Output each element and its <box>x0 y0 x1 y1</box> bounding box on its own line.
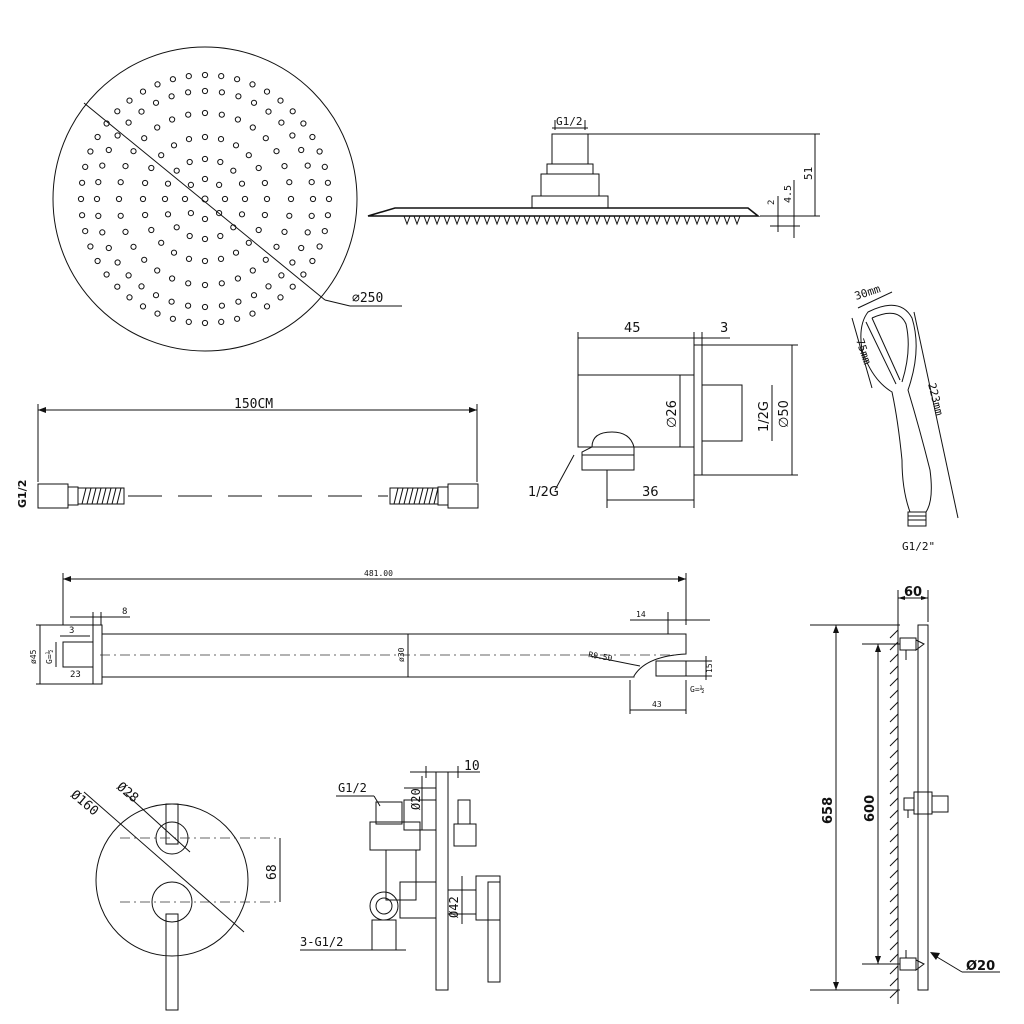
mixer-knob-dia-label: Ø28 <box>113 780 141 807</box>
shower-head-top-view: ∅250 <box>52 46 402 352</box>
elbow-flange-dia-label: ∅50 <box>777 400 792 428</box>
mixer-plate-dia-label: Ø160 <box>67 788 101 820</box>
side-nozzles <box>403 215 741 226</box>
hand-thread-label: G1/2" <box>902 540 935 553</box>
arm-radius-label: R9.50 <box>588 650 613 663</box>
mixer-spacing-label: 68 <box>265 864 280 880</box>
head-height-label: 51 <box>802 167 815 180</box>
rail-spacing-label: 600 <box>863 795 878 822</box>
diameter-leader <box>83 102 326 301</box>
valve-body-dia-label: Ø42 <box>447 896 461 918</box>
hand-shower-drawing: 30mm 75mm 223mm G1/2" <box>851 282 959 553</box>
head-thread-label: G1/2 <box>556 115 583 128</box>
arm-length-label: 481.00 <box>364 569 393 578</box>
slide-rail-drawing: 60 658 600 Ø20 <box>810 585 1000 1004</box>
arm-flange-thickness-label: 8 <box>122 607 127 617</box>
plate-thickness-label: 4.5 <box>783 185 794 203</box>
arm-flange-dia-label: ø45 <box>29 649 38 664</box>
hand-head-width-label: 30mm <box>853 282 883 303</box>
rail-depth-label: 60 <box>904 585 922 600</box>
valve-pipe-label: Ø20 <box>409 788 423 810</box>
arm-thread-right-label: G=½ <box>690 684 705 694</box>
hose-length-label: 150CM <box>234 397 273 412</box>
wall-elbow-drawing: 45 3 36 1/2G ∅26 1/2G ∅50 <box>528 321 798 508</box>
wall-hatch <box>889 629 899 999</box>
elbow-outlet-dia-label: ∅26 <box>665 400 680 428</box>
arm-diameter-label: ø30 <box>397 647 406 662</box>
arm-end-length-label: 43 <box>652 700 662 709</box>
hand-length-label: 223mm <box>925 382 946 418</box>
valve-thread-top-label: G1/2 <box>338 781 367 795</box>
elbow-thread-right-label: 1/2G <box>757 401 772 432</box>
arm-thread-left-label: G=½ <box>44 649 54 664</box>
shower-arm-drawing: 481.00 8 3 ø45 G=½ 23 ø30 R9.50 14 15 G=… <box>29 569 714 714</box>
elbow-offset-label: 36 <box>642 485 659 500</box>
nozzle-rings <box>77 71 333 327</box>
valve-plate-label: 10 <box>464 759 480 774</box>
elbow-inlet-thread-label: 1/2G <box>528 485 559 500</box>
arm-end-gap-label: 14 <box>636 610 646 619</box>
hose-drawing: 150CM G1/2 <box>16 397 479 509</box>
elbow-plate-label: 3 <box>720 321 728 336</box>
head-diameter-label: ∅250 <box>352 291 383 306</box>
rail-total-label: 658 <box>821 797 836 824</box>
edge-label: 2 <box>767 200 777 205</box>
valve-thread-bottom-label: 3-G1/2 <box>300 935 343 949</box>
shower-head-side-view: G1/2 51 4.5 2 <box>367 115 820 238</box>
arm-nut-length-label: 23 <box>70 670 81 680</box>
mixer-plate-drawing: 68 Ø160 Ø28 <box>67 780 281 1011</box>
hose-thread-label: G1/2 <box>16 480 29 508</box>
arm-nut-gap-label: 3 <box>69 626 74 636</box>
hand-face-height-label: 75mm <box>853 337 874 367</box>
valve-body-drawing: 10 G1/2 Ø20 Ø42 3-G1/2 <box>300 759 501 991</box>
elbow-depth-label: 45 <box>624 321 641 336</box>
rail-tube-label: Ø20 <box>966 959 995 974</box>
arm-outlet-height-label: 15 <box>705 663 714 673</box>
